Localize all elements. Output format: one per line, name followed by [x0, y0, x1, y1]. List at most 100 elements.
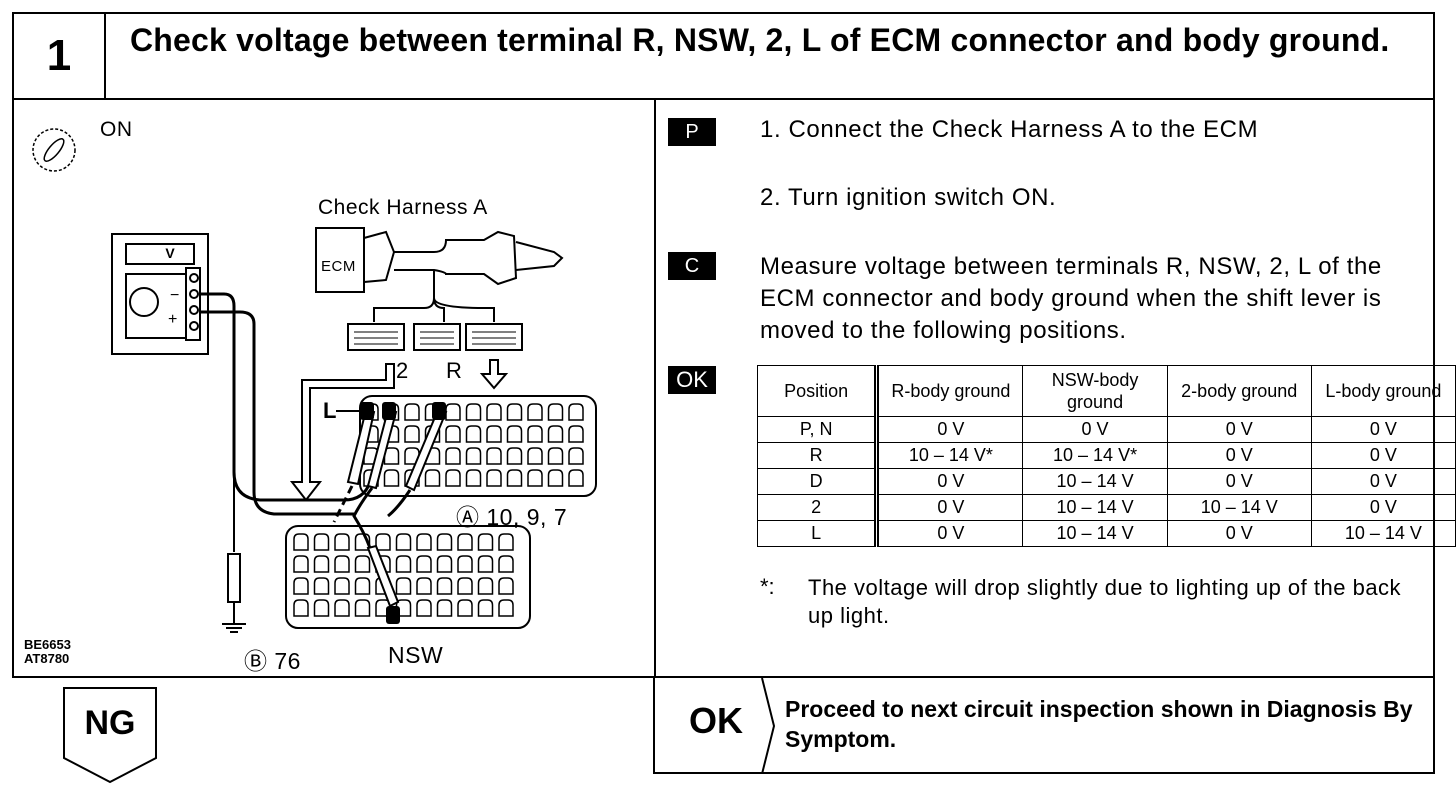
connector-pin — [354, 555, 371, 573]
table-cell: D — [756, 468, 880, 495]
connector-pin — [457, 577, 473, 595]
ok-result-label: OK — [689, 700, 743, 741]
connector-pin — [416, 533, 432, 551]
connector-pin — [547, 469, 564, 487]
prep-step-1: 1. Connect the Check Harness A to the EC… — [760, 116, 1259, 143]
ok-badge: OK — [668, 366, 716, 394]
connector-pin — [547, 447, 564, 465]
connector-pin — [313, 533, 330, 551]
wiring-diagram: V − + — [32, 128, 597, 633]
connector-pin — [498, 577, 514, 595]
connector-pin — [477, 533, 494, 551]
connector-pin — [445, 425, 461, 443]
connector-pin — [395, 555, 412, 573]
connector-pin — [477, 577, 494, 595]
note-mark: *: — [760, 574, 775, 599]
svg-text:+: + — [168, 311, 177, 328]
connector-pin — [334, 555, 350, 573]
table-cell: 0 V — [1166, 442, 1312, 469]
connector-pin — [498, 555, 514, 573]
connector-pin — [293, 533, 309, 551]
connector-pin — [436, 577, 453, 595]
connector-pin — [416, 577, 432, 595]
table-header-cell: Position — [756, 365, 880, 417]
connector-pin — [404, 403, 420, 421]
table-cell: 10 – 14 V — [1310, 520, 1456, 547]
connector-pin — [568, 403, 584, 421]
table-cell: 10 – 14 V — [1022, 520, 1168, 547]
connector-pin — [334, 599, 350, 617]
connector-pin — [527, 447, 543, 465]
connector-pin — [506, 425, 523, 443]
connector-pin — [465, 469, 482, 487]
table-cell: P, N — [756, 416, 880, 443]
pin-2-label: 2 — [396, 358, 409, 383]
figure-codes: BE6653 AT8780 — [24, 638, 71, 666]
connector-pin — [313, 577, 330, 595]
table-cell: 0 V — [1310, 468, 1456, 495]
connector-pin — [477, 555, 494, 573]
panel-divider — [654, 100, 656, 676]
ground-probe — [222, 553, 246, 633]
connector-pin — [395, 577, 412, 595]
connector-pin — [506, 447, 523, 465]
connector-pin — [445, 469, 461, 487]
connector-pin — [404, 447, 420, 465]
table-cell: 0 V — [1310, 494, 1456, 521]
check-instructions: Measure voltage between terminals R, NSW… — [760, 253, 1382, 344]
table-cell: 10 – 14 V* — [876, 442, 1024, 469]
connector-pin — [457, 533, 473, 551]
pin-r-label: R — [446, 358, 463, 383]
connector-pin — [375, 533, 391, 551]
ok-result-text: Proceed to next circuit inspection shown… — [785, 696, 1413, 752]
pin-l-label: L — [323, 398, 337, 423]
connector-pin — [486, 469, 502, 487]
svg-text:V: V — [165, 245, 175, 261]
table-cell: 0 V — [876, 494, 1024, 521]
connector-pin — [395, 533, 412, 551]
connector-pin — [424, 469, 441, 487]
ok-result-box: OK Proceed to next circuit inspection sh… — [653, 678, 1435, 774]
connector-pin — [334, 533, 350, 551]
check-badge: C — [668, 252, 716, 280]
nsw-label: NSW — [388, 642, 444, 668]
table-cell: 10 – 14 V — [1022, 468, 1168, 495]
table-cell: 0 V — [876, 468, 1024, 495]
prep-badge: P — [668, 118, 716, 146]
connector-pin — [293, 555, 309, 573]
connector-pin — [486, 425, 502, 443]
table-cell: 0 V — [1166, 468, 1312, 495]
harness-connectors — [347, 323, 523, 351]
figure-code-2: AT8780 — [24, 651, 70, 666]
connector-pin — [457, 599, 473, 617]
check-harness-icon — [315, 227, 564, 322]
connector-pin — [416, 555, 432, 573]
connector-pin — [486, 447, 502, 465]
step-number: 1 — [14, 14, 106, 98]
connector-pin — [568, 469, 584, 487]
connector-pin — [527, 425, 543, 443]
table-cell: 0 V — [1166, 416, 1312, 443]
ng-label: NG — [84, 704, 136, 742]
table-cell: R — [756, 442, 880, 469]
ignition-switch-icon — [32, 128, 76, 172]
connector-pin — [313, 599, 330, 617]
connector-pin — [404, 425, 420, 443]
svg-text:−: − — [170, 287, 179, 304]
table-header-cell: 2-body ground — [1166, 365, 1312, 417]
connector-pin — [568, 425, 584, 443]
connector-pin — [547, 403, 564, 421]
table-cell: 0 V — [876, 520, 1024, 547]
table-cell: 10 – 14 V* — [1022, 442, 1168, 469]
table-cell: 0 V — [1022, 416, 1168, 443]
table-cell: 0 V — [1310, 416, 1456, 443]
table-cell: 0 V — [1310, 442, 1456, 469]
connector-pin — [293, 599, 309, 617]
connector-pin — [445, 447, 461, 465]
table-cell: 10 – 14 V — [1022, 494, 1168, 521]
arrow-icon — [289, 359, 509, 502]
table-cell: L — [756, 520, 880, 547]
